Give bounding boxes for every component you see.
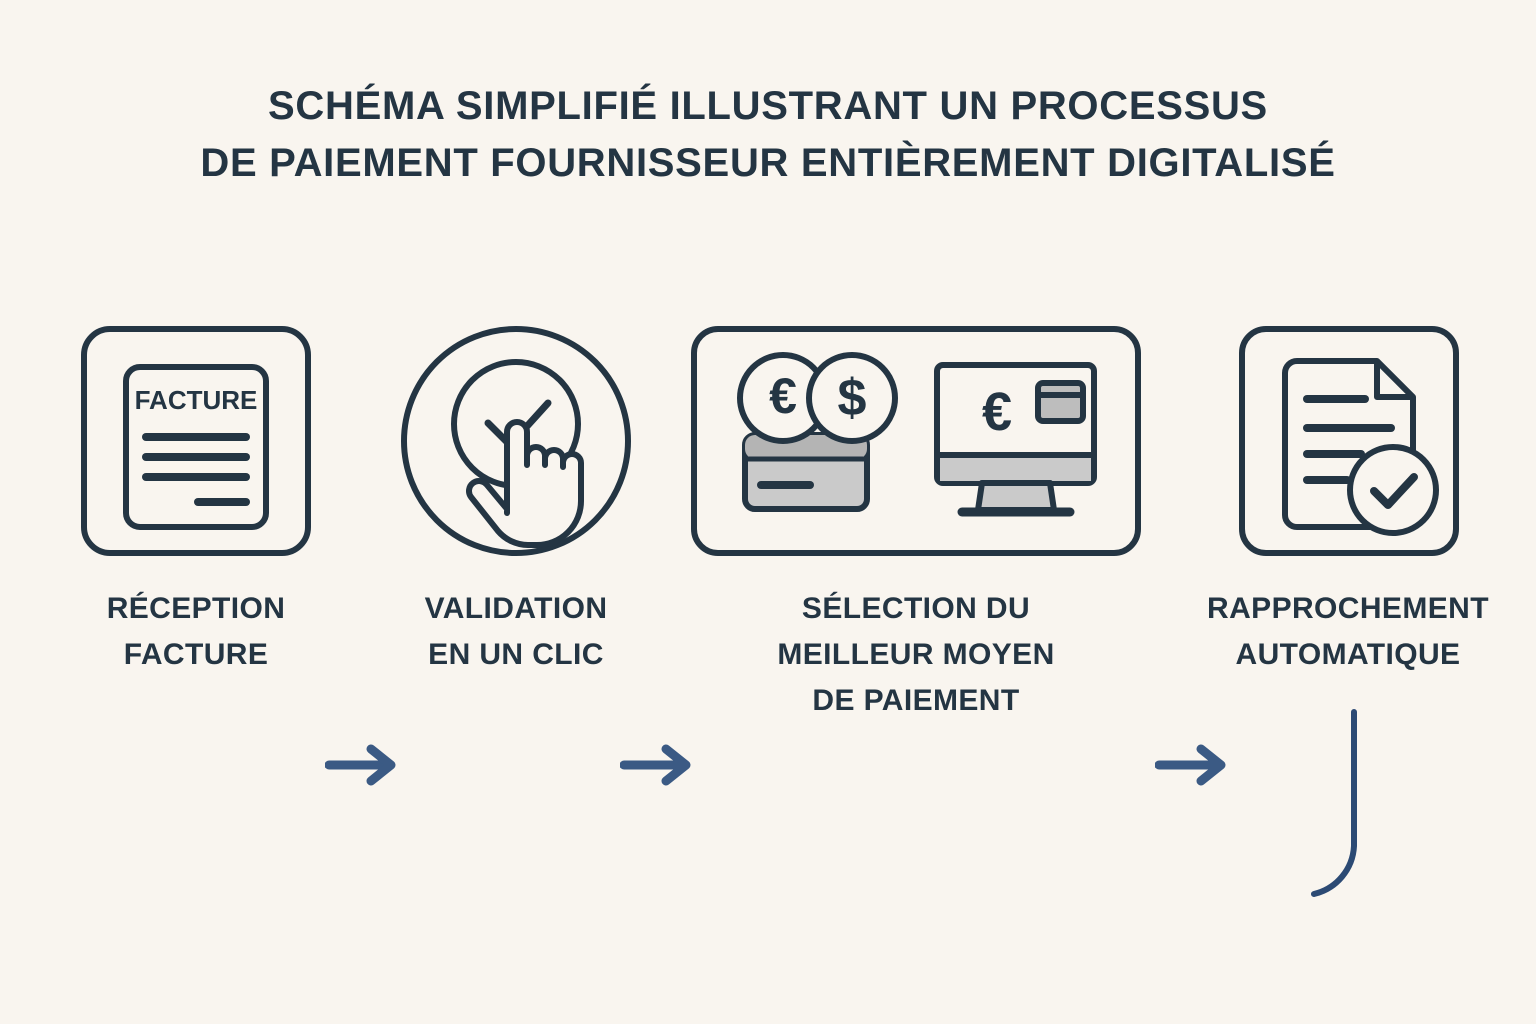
step-3-label-line-2: MEILLEUR MOYEN: [777, 638, 1055, 671]
dollar-coin-icon: $: [806, 352, 898, 444]
credit-card-icon: [742, 432, 870, 512]
dollar-coin-symbol: $: [838, 369, 867, 427]
document-verified-icon: [1239, 326, 1459, 556]
check-circle-click-icon: [401, 326, 631, 556]
verified-check-badge: [1347, 444, 1439, 536]
step-3-icon-box[interactable]: € $ €: [690, 325, 1142, 557]
decorative-j-stroke: [1296, 706, 1386, 906]
process-flow-row: FACTURE: [0, 325, 1536, 786]
monitor-window-tile-icon: [1035, 380, 1086, 424]
monitor-euro-symbol: €: [982, 382, 1012, 442]
step-1-icon-box[interactable]: FACTURE: [80, 325, 312, 557]
step-4-label: RAPPROCHEMENT AUTOMATIQUE: [1160, 586, 1536, 678]
step-4-icon-box[interactable]: [1238, 325, 1460, 557]
step-4-label-line-2: AUTOMATIQUE: [1235, 638, 1461, 671]
step-1-label: RÉCEPTION FACTURE: [36, 586, 356, 678]
invoice-heading-text: FACTURE: [135, 385, 258, 415]
title-line-1: SCHÉMA SIMPLIFIÉ ILLUSTRANT UN PROCESSUS: [268, 84, 1268, 128]
step-2-label-line-1: VALIDATION: [424, 592, 608, 625]
step-3-label: SÉLECTION DU MEILLEUR MOYEN DE PAIEMENT: [706, 586, 1126, 724]
arrow-2: [620, 743, 698, 787]
step-2-icon-box[interactable]: [400, 325, 632, 557]
step-2-label-line-2: EN UN CLIC: [428, 638, 604, 671]
step-3-label-line-3: DE PAIEMENT: [812, 684, 1020, 717]
payment-methods-icon: € $ €: [691, 326, 1141, 556]
arrow-1: [325, 743, 403, 787]
euro-coin-symbol: €: [769, 368, 797, 424]
step-3-label-line-1: SÉLECTION DU: [801, 592, 1031, 625]
arrow-3: [1155, 743, 1233, 787]
desktop-monitor-icon: €: [934, 362, 1097, 517]
title-line-2: DE PAIEMENT FOURNISSEUR ENTIÈREMENT DIGI…: [200, 141, 1336, 185]
step-2-label: VALIDATION EN UN CLIC: [356, 586, 676, 678]
page-title: SCHÉMA SIMPLIFIÉ ILLUSTRANT UN PROCESSUS…: [0, 78, 1536, 192]
step-4-label-line-1: RAPPROCHEMENT: [1207, 592, 1489, 625]
pointing-hand-icon: [466, 419, 584, 548]
invoice-document-icon: FACTURE: [81, 326, 311, 556]
step-1-label-line-1: RÉCEPTION: [106, 592, 286, 625]
step-1-label-line-2: FACTURE: [123, 638, 269, 671]
